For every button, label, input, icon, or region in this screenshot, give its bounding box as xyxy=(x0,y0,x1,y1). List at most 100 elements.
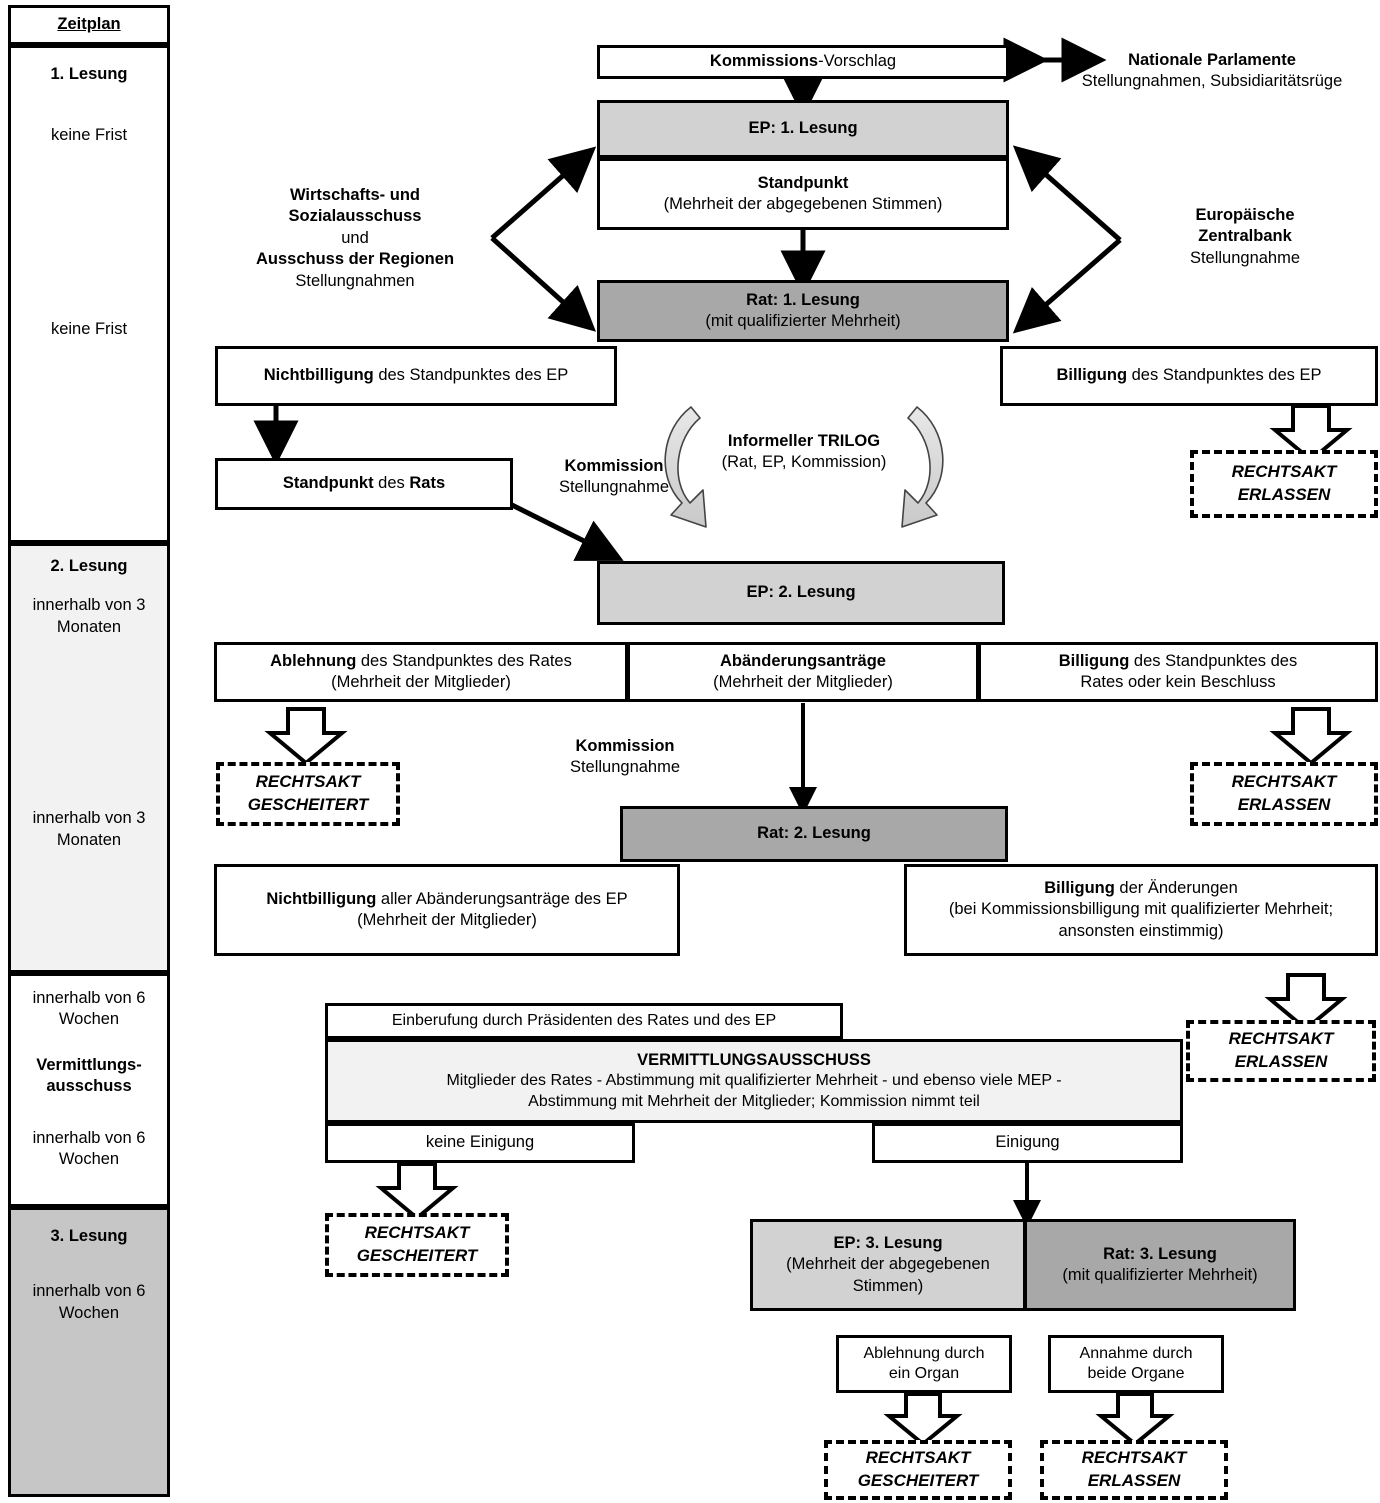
sidebar-reading1-deadline-2: keine Frist xyxy=(50,319,128,338)
non-approval-label: Nichtbilligung des Standpunktes des EP xyxy=(263,366,569,385)
rejection-organ-line-2: ein Organ xyxy=(888,1365,960,1382)
sidebar-reading3-deadline-1: innerhalb von 6 Wochen xyxy=(32,1282,146,1322)
national-parliaments-sub: Stellungnahmen, Subsidiaritätsrüge xyxy=(1081,72,1343,91)
box-non-approval-ep-position[interactable]: Nichtbilligung des Standpunktes des EP xyxy=(215,346,617,406)
box-council-second-reading[interactable]: Rat: 2. Lesung xyxy=(620,806,1008,862)
rejection-line-1: Ablehnung des Standpunktes des Rates xyxy=(270,651,572,670)
ep-third-reading-sub-2: Stimmen) xyxy=(852,1276,924,1295)
conciliation-line-2: Abstimmung mit Mehrheit der Mitglieder; … xyxy=(528,1092,980,1110)
act-adopted-2-line-2: ERLASSEN xyxy=(1237,795,1331,814)
sidebar-reading2-deadline-2: innerhalb von 3 Monaten xyxy=(32,809,146,849)
box-convening-conciliation[interactable]: Einberufung durch Präsidenten des Rates … xyxy=(325,1003,843,1039)
box-approval-council-position[interactable]: Billigung des Standpunktes des Rates ode… xyxy=(978,642,1378,702)
box-commission-proposal[interactable]: Kommissions-Vorschlag xyxy=(597,45,1009,79)
act-adopted-3-line-1: RECHTSAKT xyxy=(1228,1029,1334,1049)
commission-opinion-2-title: Kommission xyxy=(575,737,675,755)
box-amendments[interactable]: Abänderungsanträge (Mehrheit der Mitglie… xyxy=(627,642,979,702)
convening-label: Einberufung durch Präsidenten des Rates … xyxy=(391,1011,777,1029)
box-approval-ep-position[interactable]: Billigung des Standpunktes des EP xyxy=(1000,346,1378,406)
eesc-line-1: Wirtschafts- und xyxy=(289,186,421,204)
adoption-organs-line-2: beide Organe xyxy=(1087,1365,1185,1382)
box-council-third-reading[interactable]: Rat: 3. Lesung (mit qualifizierter Mehrh… xyxy=(1024,1219,1296,1311)
sidebar-cell-reading-1: 1. Lesung keine Frist keine Frist xyxy=(8,45,170,543)
sidebar-reading1-deadline-1: keine Frist xyxy=(50,126,128,145)
eesc-line-3: und xyxy=(341,228,369,247)
box-no-agreement[interactable]: keine Einigung xyxy=(325,1123,635,1163)
ep-third-reading-sub-1: (Mehrheit der abgegebenen xyxy=(786,1255,990,1274)
amendments-title: Abänderungsanträge xyxy=(720,651,886,670)
council-first-reading-title: Rat: 1. Lesung xyxy=(746,290,860,309)
sidebar-reading3-head: 3. Lesung xyxy=(50,1227,128,1245)
box-agreement[interactable]: Einigung xyxy=(872,1123,1183,1163)
council-third-reading-sub: (mit qualifizierter Mehrheit) xyxy=(1062,1266,1258,1284)
council-third-reading-title: Rat: 3. Lesung xyxy=(1103,1244,1217,1263)
label-commission-opinion-2: Kommission Stellungnahme xyxy=(532,736,718,779)
box-ep-third-reading[interactable]: EP: 3. Lesung (Mehrheit der abgegebenen … xyxy=(750,1219,1026,1311)
agreement-label: Einigung xyxy=(995,1133,1060,1152)
act-adopted-line-2: ERLASSEN xyxy=(1237,485,1331,504)
outcome-act-failed-third-reading: RECHTSAKT GESCHEITERT xyxy=(824,1440,1012,1500)
commission-opinion-1-sub: Stellungnahme xyxy=(558,478,670,497)
commission-opinion-1-title: Kommission xyxy=(564,457,664,475)
approval-amendments-line-1: Billigung der Änderungen xyxy=(1044,879,1238,898)
act-failed-3-line-2: GESCHEITERT xyxy=(356,1246,478,1265)
outcome-act-adopted-third-reading: RECHTSAKT ERLASSEN xyxy=(1040,1440,1228,1500)
sidebar-reading2-head: 2. Lesung xyxy=(50,557,128,575)
commission-proposal-label: Kommissions-Vorschlag xyxy=(709,52,897,71)
conciliation-line-1: Mitglieder des Rates - Abstimmung mit qu… xyxy=(446,1072,1062,1090)
box-adoption-both-institutions[interactable]: Annahme durch beide Organe xyxy=(1048,1335,1224,1393)
box-non-approval-all-amendments[interactable]: Nichtbilligung aller Abänderungsanträge … xyxy=(214,864,680,956)
act-adopted-4-line-1: RECHTSAKT xyxy=(1081,1448,1187,1468)
outcome-act-failed-second-reading: RECHTSAKT GESCHEITERT xyxy=(216,762,400,826)
adoption-organs-line-1: Annahme durch xyxy=(1079,1344,1193,1362)
sidebar-title: Zeitplan xyxy=(57,15,121,34)
approval-council-line-2: Rates oder kein Beschluss xyxy=(1080,673,1276,691)
box-approval-amendments[interactable]: Billigung der Änderungen (bei Kommission… xyxy=(904,864,1378,956)
ep-position-title: Standpunkt xyxy=(757,173,849,192)
box-rejection-council-position[interactable]: Ablehnung des Standpunktes des Rates (Me… xyxy=(214,642,628,702)
ep-third-reading-title: EP: 3. Lesung xyxy=(833,1234,943,1253)
outcome-act-adopted-first-reading: RECHTSAKT ERLASSEN xyxy=(1190,450,1378,518)
commission-opinion-2-sub: Stellungnahme xyxy=(569,758,681,777)
box-ep-position[interactable]: Standpunkt (Mehrheit der abgegebenen Sti… xyxy=(597,158,1009,230)
approval-amendments-line-2: (bei Kommissionsbilligung mit qualifizie… xyxy=(948,900,1334,919)
sidebar-conciliation-head-1: Vermittlungs- xyxy=(36,1055,142,1074)
box-council-position[interactable]: Standpunkt des Rats xyxy=(215,458,513,510)
label-ecb: Europäische Zentralbank Stellungnahme xyxy=(1140,205,1350,269)
box-council-first-reading[interactable]: Rat: 1. Lesung (mit qualifizierter Mehrh… xyxy=(597,280,1009,342)
sidebar-conciliation-deadline-2: innerhalb von 6 Wochen xyxy=(32,1128,146,1169)
no-agreement-label: keine Einigung xyxy=(425,1133,535,1152)
rejection-line-2: (Mehrheit der Mitglieder) xyxy=(331,673,511,691)
box-ep-first-reading[interactable]: EP: 1. Lesung xyxy=(597,100,1009,158)
approval-council-line-1: Billigung des Standpunktes des xyxy=(1058,651,1298,670)
cor-line: Ausschuss der Regionen xyxy=(255,250,455,269)
sidebar-reading1-head: 1. Lesung xyxy=(50,65,128,83)
act-adopted-3-line-2: ERLASSEN xyxy=(1234,1052,1328,1071)
label-national-parliaments: Nationale Parlamente Stellungnahmen, Sub… xyxy=(1052,50,1372,93)
act-failed-4-line-2: GESCHEITERT xyxy=(857,1471,979,1490)
sidebar-reading2-deadline-1: innerhalb von 3 Monaten xyxy=(32,596,146,636)
rejection-organ-line-1: Ablehnung durch xyxy=(863,1344,985,1362)
ecb-line-2: Zentralbank xyxy=(1198,227,1292,246)
sidebar-conciliation-head-2: ausschuss xyxy=(46,1077,132,1096)
ecb-line-1: Europäische xyxy=(1195,206,1295,224)
non-approval-amendments-line-2: (Mehrheit der Mitglieder) xyxy=(357,911,537,929)
act-failed-4-line-1: RECHTSAKT xyxy=(865,1448,971,1468)
council-position-label: Standpunkt des Rats xyxy=(282,474,446,493)
ep-first-reading-label: EP: 1. Lesung xyxy=(748,119,858,138)
conciliation-title: VERMITTLUNGSAUSSCHUSS xyxy=(637,1050,871,1069)
sidebar-title-cell: Zeitplan xyxy=(8,5,170,45)
outcome-act-adopted-second-reading-ep: RECHTSAKT ERLASSEN xyxy=(1190,762,1378,826)
box-rejection-one-institution[interactable]: Ablehnung durch ein Organ xyxy=(836,1335,1012,1393)
box-conciliation-committee[interactable]: VERMITTLUNGSAUSSCHUSS Mitglieder des Rat… xyxy=(325,1039,1183,1123)
box-ep-second-reading[interactable]: EP: 2. Lesung xyxy=(597,561,1005,625)
approval-amendments-line-3: ansonsten einstimmig) xyxy=(1058,921,1224,940)
act-adopted-2-line-1: RECHTSAKT xyxy=(1231,772,1337,792)
sidebar-conciliation-deadline-1: innerhalb von 6 Wochen xyxy=(32,989,146,1029)
outcome-act-failed-conciliation: RECHTSAKT GESCHEITERT xyxy=(325,1213,509,1277)
label-informal-trilogue: Informeller TRILOG (Rat, EP, Kommission) xyxy=(692,431,916,474)
trilogue-title: Informeller TRILOG xyxy=(727,432,881,450)
sidebar-cell-reading-3: 3. Lesung innerhalb von 6 Wochen xyxy=(8,1207,170,1497)
approval-label: Billigung des Standpunktes des EP xyxy=(1056,366,1322,385)
ecb-sub: Stellungnahme xyxy=(1189,248,1301,267)
